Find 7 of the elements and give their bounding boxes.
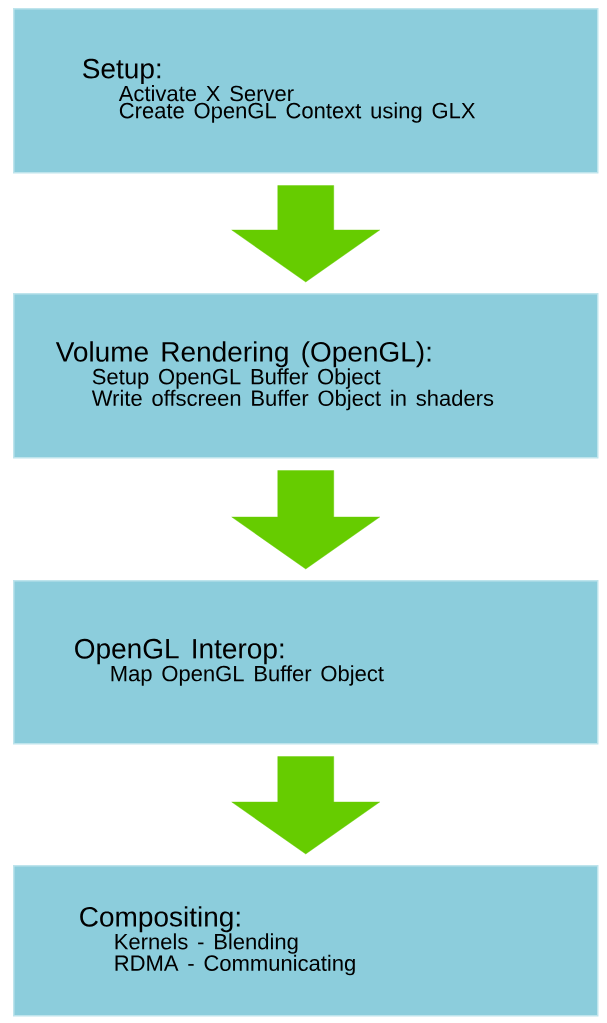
process-box: OpenGL Interop: Map OpenGL Buffer Object [13,580,599,745]
arrow [231,470,380,570]
arrow [231,756,380,855]
process-box: Setup: Activate X Server Create OpenGL Context using GLX [13,8,599,174]
arrow [231,185,380,283]
process-box: Compositing: Kernels - Blending RDMA - Communicating [13,865,599,1017]
process-box: Volume Rendering (OpenGL): Setup OpenGL Buffer Object Write offscreen Buffer Object in shaders [13,293,599,459]
